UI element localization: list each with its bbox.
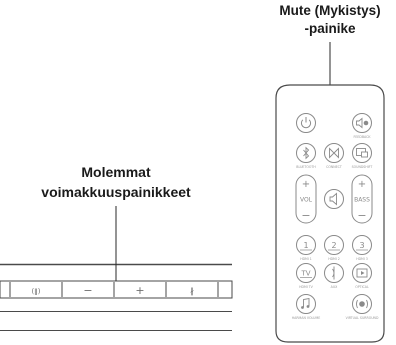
bass-up-button[interactable]: + (358, 179, 366, 190)
soundshift-icon (356, 148, 368, 158)
mute-label-line2: -painike (304, 21, 356, 36)
bass-rocker[interactable] (351, 174, 373, 224)
virtual-surround-label: VIRTUAL SURROUND (346, 316, 379, 320)
volume-label-line1: Molemmat (81, 164, 151, 180)
bass-down-button[interactable]: − (357, 209, 366, 222)
harman-volume-label: HARMAN VOLUME (292, 316, 320, 320)
aux-plug-icon (332, 266, 335, 280)
volume-label-line2: voimakkuuspainikkeet (41, 184, 191, 200)
hdmi3-number: 3 (359, 241, 364, 250)
music-note-icon (301, 297, 310, 309)
remote-control: FEEDBACK BLUETOOTH CONNECT SOUNDSHIFT + … (275, 84, 385, 343)
soundbar-bluetooth-button[interactable]: ∦ (190, 287, 194, 296)
surround-icon (356, 299, 368, 309)
connect-icon (329, 147, 339, 159)
mute-icon (329, 192, 337, 206)
hdmi3-label: HDMI 3 (356, 257, 368, 261)
volume-down-button[interactable]: − (301, 209, 310, 222)
soundbar-volume-up-button[interactable]: + (135, 284, 144, 297)
mute-button[interactable] (324, 189, 344, 209)
bluetooth-label: BLUETOOTH (296, 165, 316, 169)
tv-number: TV (300, 270, 310, 278)
power-button[interactable] (296, 113, 316, 133)
volume-label: Molemmat voimakkuuspainikkeet (28, 162, 204, 202)
feedback-icon (356, 117, 369, 129)
mute-label: Mute (Mykistys) -painike (268, 2, 392, 38)
optical-label: OPTICAL (355, 285, 369, 289)
bluetooth-icon (303, 146, 310, 160)
hdmi2-label: HDMI 2 (328, 257, 340, 261)
soundbar-source-button[interactable]: (ǁ) (32, 288, 41, 296)
soundbar-volume-down-button[interactable]: − (83, 284, 92, 297)
feedback-label: FEEDBACK (354, 135, 372, 139)
tv-label: HDMI TV (299, 285, 314, 289)
aux-label: AUX (331, 285, 339, 289)
power-icon (300, 117, 312, 129)
hdmi1-number: 1 (303, 241, 308, 250)
volume-up-button[interactable]: + (302, 179, 310, 190)
hdmi2-number: 2 (331, 241, 336, 250)
hdmi1-label: HDMI 1 (300, 257, 312, 261)
soundshift-label: SOUNDSHIFT (352, 165, 373, 169)
volume-rocker[interactable] (295, 174, 317, 224)
connect-label: CONNECT (326, 165, 342, 169)
optical-icon (356, 268, 368, 278)
volume-label: VOL (300, 197, 313, 204)
bass-label: BASS (354, 197, 370, 204)
harman-volume-button[interactable] (296, 294, 316, 314)
mute-label-line1: Mute (Mykistys) (279, 3, 381, 18)
soundbar: (ǁ) − + ∦ (0, 263, 233, 331)
